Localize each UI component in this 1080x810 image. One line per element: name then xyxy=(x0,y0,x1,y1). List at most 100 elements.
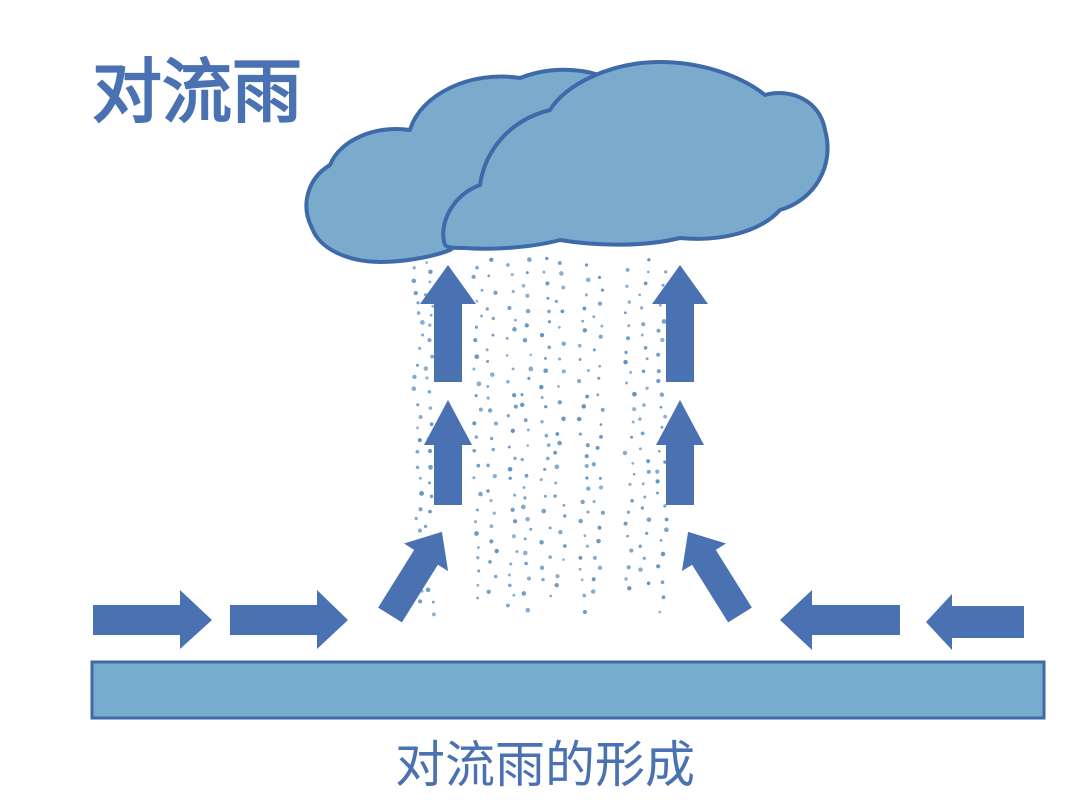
rain-drop xyxy=(553,450,558,455)
rain-drop xyxy=(545,281,550,286)
rain-drop xyxy=(511,367,515,371)
rain-drop xyxy=(488,560,492,564)
rain-drop xyxy=(510,428,515,433)
rain-drop xyxy=(592,500,596,504)
rain-drop xyxy=(477,569,481,573)
rain-drop xyxy=(478,491,483,497)
rain-drop xyxy=(486,489,490,493)
rain-drop xyxy=(507,573,511,577)
rain-drop xyxy=(539,540,544,545)
rain-drop xyxy=(647,258,651,262)
rain-drop xyxy=(592,555,597,560)
rain-drop xyxy=(627,586,632,591)
rain-drop xyxy=(506,263,510,267)
rain-drop xyxy=(539,478,543,482)
rain-drop xyxy=(632,391,637,397)
rain-drop xyxy=(557,326,561,329)
rain-drop xyxy=(578,556,583,560)
rain-drop xyxy=(525,308,531,314)
rain-drop xyxy=(600,510,605,515)
rain-drop xyxy=(520,393,524,397)
rain-drop xyxy=(557,400,562,405)
rain-drop xyxy=(507,583,512,588)
rain-drop xyxy=(475,265,479,270)
rain-drop xyxy=(657,449,661,453)
rain-drop xyxy=(563,544,567,548)
left-arrow-icon xyxy=(780,590,900,650)
rain-drop xyxy=(660,551,666,557)
rain-drop xyxy=(529,527,533,531)
rain-drop xyxy=(645,357,649,361)
rain-drop xyxy=(547,309,551,314)
rain-drop xyxy=(561,369,566,374)
rain-drop xyxy=(523,496,527,500)
rain-drop xyxy=(597,565,603,570)
rain-drop xyxy=(475,299,479,303)
diagram-caption: 对流雨的形成 xyxy=(395,736,695,794)
rain-drops xyxy=(411,256,669,617)
diagram-title: 对流雨 xyxy=(92,51,302,133)
rain-drop xyxy=(585,277,591,283)
rain-drop xyxy=(523,537,527,541)
rain-drop xyxy=(418,476,422,480)
rain-drop xyxy=(658,610,661,614)
rain-drop xyxy=(661,595,666,600)
rain-drop xyxy=(656,352,661,357)
rain-drop xyxy=(597,301,603,306)
rain-drop xyxy=(413,290,418,296)
rain-drop xyxy=(591,462,596,467)
rain-drop xyxy=(548,526,552,530)
ground-surface xyxy=(90,660,1046,720)
left-arrow-icon xyxy=(926,594,1024,650)
rain-drop xyxy=(472,367,476,371)
rain-drop xyxy=(522,337,528,343)
rain-drop xyxy=(474,354,480,360)
rain-drop xyxy=(585,394,590,399)
rain-drop xyxy=(557,260,562,266)
rain-drop xyxy=(584,463,589,469)
rain-drop xyxy=(631,420,635,424)
rain-drop xyxy=(577,379,582,384)
rain-drop xyxy=(578,432,582,436)
rain-drop xyxy=(625,284,629,288)
rain-drop xyxy=(658,303,662,307)
rain-drop xyxy=(429,494,434,499)
rain-drop xyxy=(580,499,585,505)
rain-drop xyxy=(421,333,425,337)
rain-drop xyxy=(626,336,630,341)
rain-drop xyxy=(473,338,478,343)
rain-drop xyxy=(486,396,490,400)
rain-drop xyxy=(578,358,582,361)
rain-drop xyxy=(630,435,634,439)
rain-drop xyxy=(511,289,515,294)
rain-drop xyxy=(643,346,648,350)
rain-drop xyxy=(429,313,433,317)
rain-drop xyxy=(419,491,424,496)
rain-drop xyxy=(539,384,544,390)
rain-drop xyxy=(578,567,582,571)
rain-drop xyxy=(598,476,602,480)
rain-drop xyxy=(661,319,667,324)
rain-drop xyxy=(418,346,422,351)
rain-drop xyxy=(540,420,544,424)
rain-drop xyxy=(472,448,476,453)
rain-drop xyxy=(558,529,563,535)
rain-drop xyxy=(416,403,420,407)
rain-drop xyxy=(428,323,432,327)
rain-drop xyxy=(508,476,512,480)
rain-drop xyxy=(486,385,490,388)
rain-drop xyxy=(629,370,633,374)
rain-drop xyxy=(526,428,530,432)
rain-drop xyxy=(471,274,476,280)
rain-drop xyxy=(656,328,661,333)
rain-drop xyxy=(554,481,558,485)
rain-drop xyxy=(554,583,559,588)
rain-drop xyxy=(473,520,478,524)
rain-drop xyxy=(578,518,583,524)
rain-drop xyxy=(585,544,590,548)
rain-drop xyxy=(431,612,436,617)
rain-drop xyxy=(510,507,515,512)
rain-drop xyxy=(646,581,651,586)
rain-drop xyxy=(583,534,587,538)
rain-drop xyxy=(521,591,527,596)
